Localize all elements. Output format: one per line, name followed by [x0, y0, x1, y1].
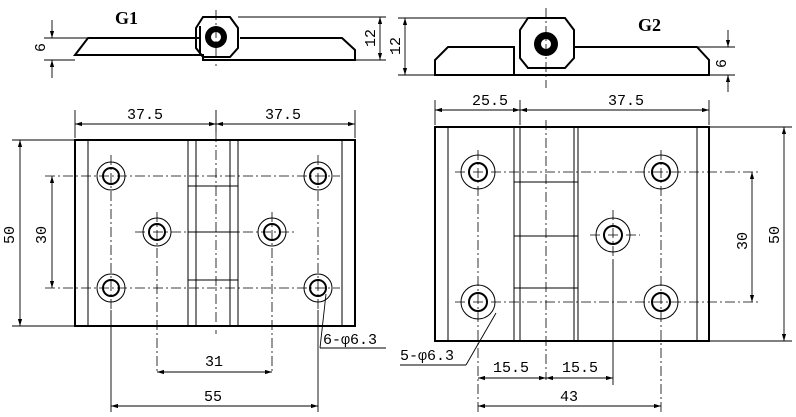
g2-side-height-label: 12	[388, 37, 405, 55]
g1-view: G1 6 12	[2, 8, 386, 412]
g1-hole-pitch-horizontal-label: 31	[205, 354, 223, 371]
g2-side-view: 12 6	[388, 8, 735, 92]
g1-height-label: 50	[2, 226, 19, 244]
g2-outer-hole-span-label: 43	[560, 389, 578, 406]
g1-side-view: 6 12	[33, 10, 386, 78]
g1-front-view: 37.5 37.5 50 30 31 55 6-φ6.3	[2, 107, 386, 412]
g1-outer-hole-span-label: 55	[204, 389, 222, 406]
g2-left-offset-label: 15.5	[493, 360, 529, 377]
g2-height-label: 50	[767, 226, 784, 244]
g1-right-width-label: 37.5	[265, 107, 301, 124]
g2-title: G2	[638, 15, 661, 35]
g1-side-height-label: 12	[363, 29, 380, 47]
g2-side-thickness-label: 6	[714, 59, 731, 68]
g2-front-view: 25.5 37.5 30 50 15.5 15.5 43 5-φ6.3	[400, 93, 792, 412]
g2-holes	[460, 154, 679, 320]
g2-hole-pitch-vertical-label: 30	[735, 232, 752, 250]
g2-right-offset-label: 15.5	[562, 360, 598, 377]
g2-right-width-label: 37.5	[608, 93, 644, 110]
g2-hole-callout: 5-φ6.3	[400, 348, 454, 365]
g2-left-width-label: 25.5	[472, 93, 508, 110]
g2-view: G2 12 6	[388, 8, 792, 412]
g1-left-width-label: 37.5	[127, 107, 163, 124]
g1-side-thickness-label: 6	[33, 43, 50, 52]
g1-hole-callout: 6-φ6.3	[323, 332, 377, 349]
g1-hole-pitch-vertical-label: 30	[34, 226, 51, 244]
g1-title: G1	[115, 8, 138, 28]
